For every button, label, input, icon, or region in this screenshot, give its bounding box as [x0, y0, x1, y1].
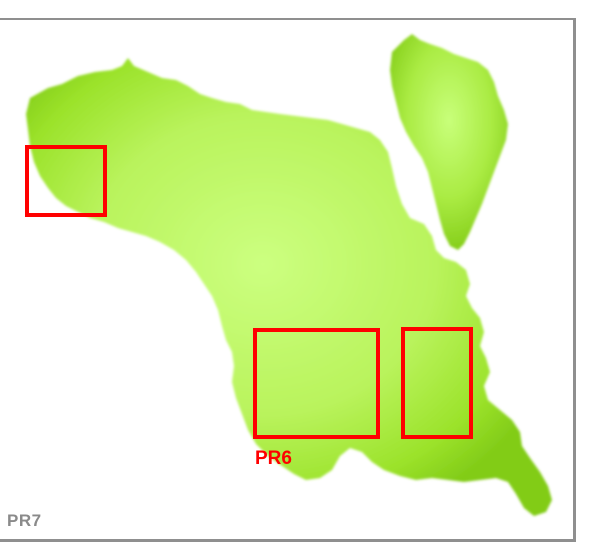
region-label-pr6: PR6: [255, 448, 292, 469]
region-box-pr6[interactable]: [253, 328, 380, 439]
northeast-island: [390, 34, 508, 250]
main-landmass: [26, 58, 552, 516]
region-box-east[interactable]: [401, 327, 473, 439]
map-label: PR7: [7, 511, 42, 530]
region-box-west[interactable]: [25, 145, 107, 217]
